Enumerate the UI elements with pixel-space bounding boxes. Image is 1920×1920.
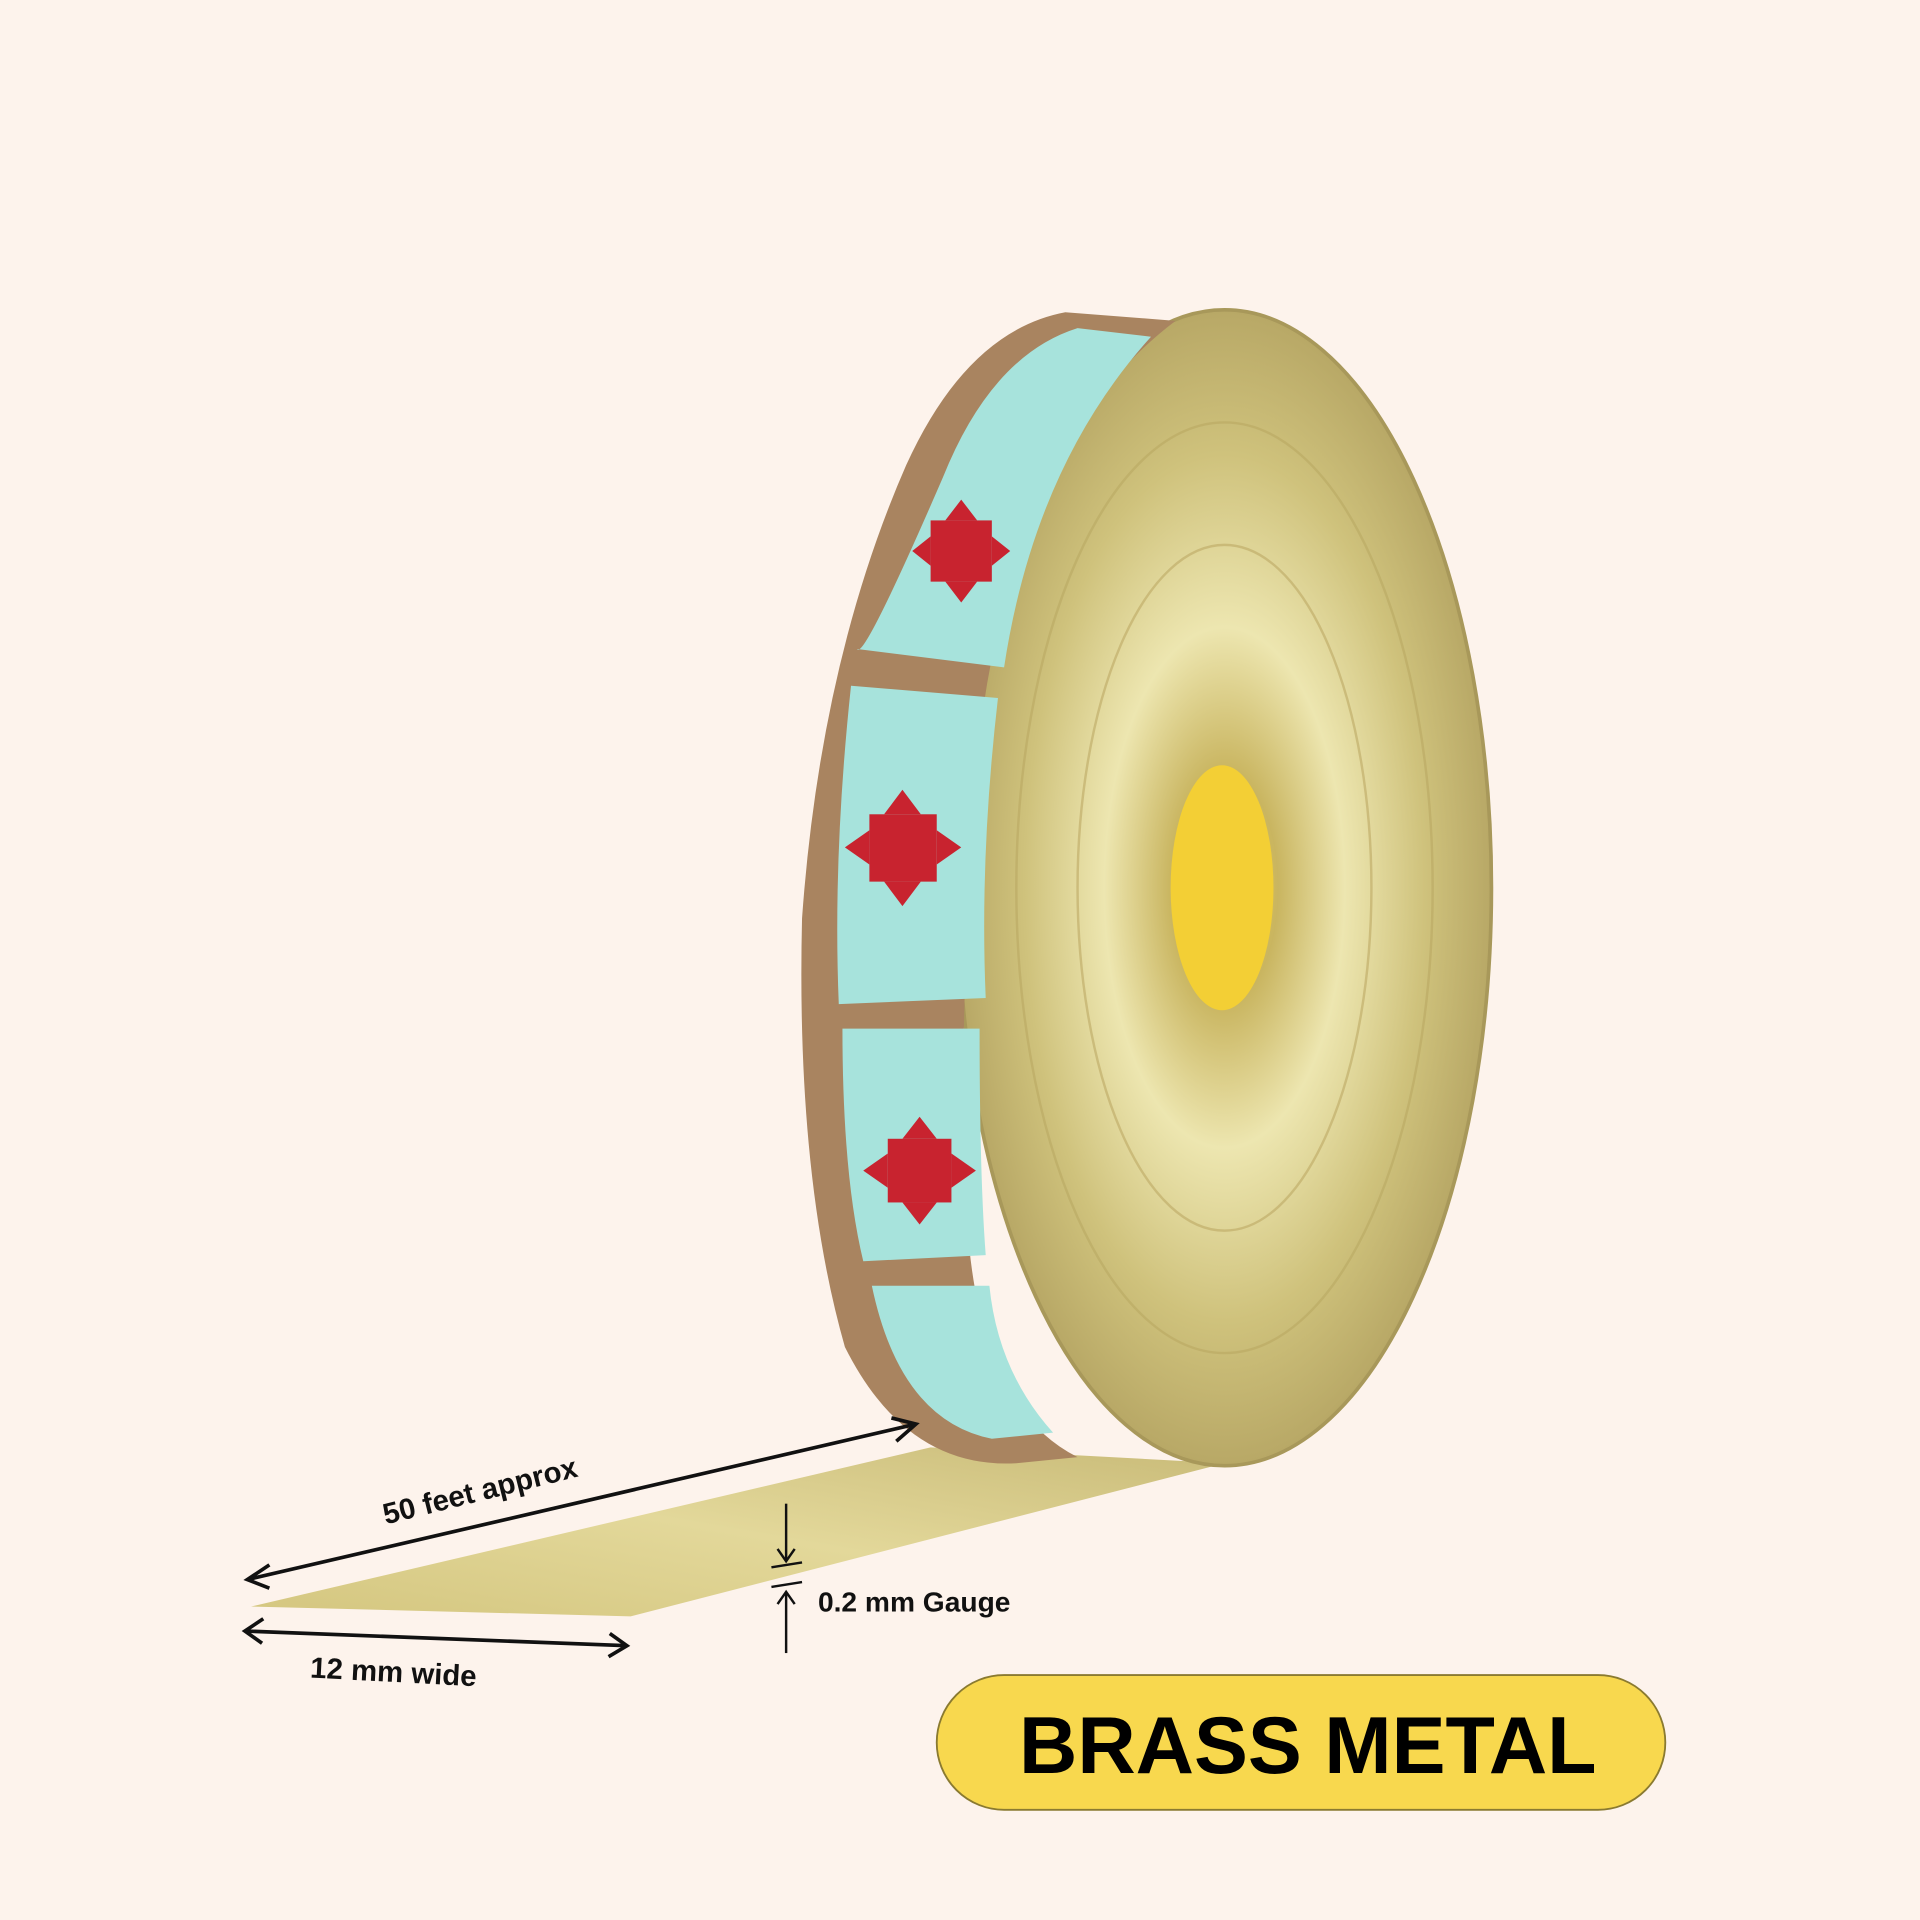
length-dimension-arrow — [243, 1416, 920, 1590]
width-label: 12 mm wide — [309, 1652, 477, 1694]
gauge-dimension-arrows — [771, 1503, 803, 1654]
roll-core — [1170, 765, 1274, 1011]
brass-strip — [251, 1447, 1225, 1617]
badge-label: BRASS METAL — [1019, 1701, 1597, 1791]
vastu-vardan-logo — [844, 499, 1011, 1225]
brass-metal-badge: BRASS METAL — [935, 1674, 1667, 1811]
gauge-label: 0.2 mm Gauge — [818, 1586, 1010, 1617]
length-label: 50 feet approx — [379, 1451, 581, 1531]
width-dimension-arrow — [241, 1617, 631, 1659]
printed-tape-band — [801, 312, 1176, 1464]
brass-roll — [955, 307, 1494, 1468]
